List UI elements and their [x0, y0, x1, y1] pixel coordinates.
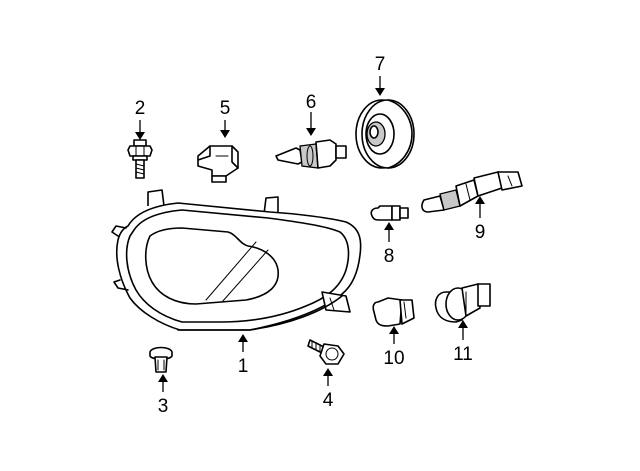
part-4-hex-bolt[interactable] [307, 339, 345, 365]
callout-label-7: 7 [375, 54, 386, 75]
callout-leaders [135, 76, 485, 392]
callout-label-10: 10 [383, 348, 404, 369]
callout-numbers: 2 5 6 7 8 9 10 11 1 3 4 [135, 54, 486, 417]
part-11-bulb-socket[interactable] [434, 283, 491, 323]
part-2-flange-bolt[interactable] [127, 139, 153, 179]
callout-label-6: 6 [306, 92, 317, 113]
part-6-headlamp-bulb[interactable] [275, 139, 347, 169]
callout-label-9: 9 [475, 222, 486, 243]
part-8-wedge-bulb[interactable] [370, 205, 409, 221]
callout-label-5: 5 [220, 98, 231, 119]
part-5-retainer-bracket[interactable] [197, 145, 239, 183]
callout-label-4: 4 [323, 390, 334, 411]
part-9-socket-assembly[interactable] [421, 171, 523, 213]
part-7-dust-cap[interactable] [355, 99, 415, 169]
callout-label-11: 11 [453, 344, 473, 365]
callout-label-8: 8 [384, 246, 395, 267]
part-3-push-clip[interactable] [149, 346, 173, 373]
callout-label-2: 2 [135, 98, 146, 119]
part-10-signal-bulb[interactable] [372, 297, 415, 327]
callout-label-3: 3 [158, 396, 169, 417]
part-1-headlamp-assembly[interactable] [111, 189, 362, 331]
callout-label-1: 1 [238, 356, 249, 377]
